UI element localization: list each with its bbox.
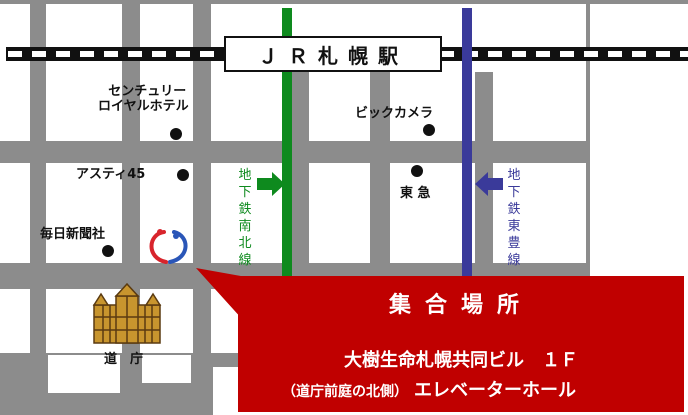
namboku-char: 下 [238, 185, 252, 200]
meeting-location-detail: （道庁前庭の北側） エレベーターホール [282, 376, 576, 402]
road-v3 [193, 4, 211, 415]
map-right-edge [586, 4, 590, 274]
tokyu-label: 東 急 [400, 186, 431, 201]
block-bottom-mid [142, 355, 191, 383]
toho-char: 下 [507, 185, 521, 200]
century-royal-hotel-label: センチュリー ロイヤルホテル [98, 84, 189, 114]
mainichi-label: 毎日新聞社 [40, 227, 106, 242]
meeting-building-name: 大樹生命札幌共同ビル １Ｆ [344, 350, 578, 371]
toho-char: 鉄 [507, 202, 521, 217]
map-top-edge [0, 0, 688, 4]
road-v4 [292, 72, 309, 272]
asty45-marker-icon [177, 169, 189, 181]
jr-sapporo-station-label: ＪＲ札幌駅 [224, 36, 442, 72]
mainichi-marker-icon [102, 245, 114, 257]
toho-char: 東 [507, 219, 521, 234]
asty45-label: アスティ45 [76, 167, 146, 182]
toho-char: 豊 [507, 236, 521, 251]
road-v1 [30, 4, 46, 415]
toho-line-label: 地 下 鉄 東 豊 線 [506, 167, 522, 269]
namboku-line-label: 地 下 鉄 南 北 線 [237, 167, 253, 269]
hotel-label-line-2: ロイヤルホテル [98, 99, 189, 114]
namboku-arrow-icon [257, 172, 285, 196]
old-government-building-icon [92, 282, 162, 344]
hotel-marker-icon [170, 128, 182, 140]
namboku-char: 南 [238, 219, 252, 234]
meeting-place-name: エレベーターホール [414, 380, 576, 401]
tokyu-marker-icon [411, 165, 423, 177]
dochou-label: 道 庁 [104, 352, 144, 367]
road-v5 [370, 72, 390, 272]
namboku-char: 北 [238, 236, 252, 251]
road-h1 [0, 141, 590, 163]
meeting-place-title: 集合場所 [388, 293, 533, 318]
hotel-label-line-1: センチュリー [108, 84, 187, 99]
namboku-char: 地 [238, 168, 252, 183]
toho-char: 地 [507, 168, 521, 183]
callout-box [238, 276, 684, 412]
road-v6 [475, 72, 493, 272]
toho-arrow-icon [475, 172, 503, 196]
toho-char: 線 [507, 253, 521, 268]
meeting-location-note: （道庁前庭の北側） [282, 384, 408, 400]
block-bottom-right [213, 367, 240, 415]
bic-camera-marker-icon [423, 124, 435, 136]
hokkaido-emblem-icon [149, 229, 188, 264]
namboku-char: 線 [238, 253, 252, 268]
bic-camera-label: ビックカメラ [355, 106, 434, 121]
block-bottom-left [48, 355, 120, 393]
namboku-char: 鉄 [238, 202, 252, 217]
